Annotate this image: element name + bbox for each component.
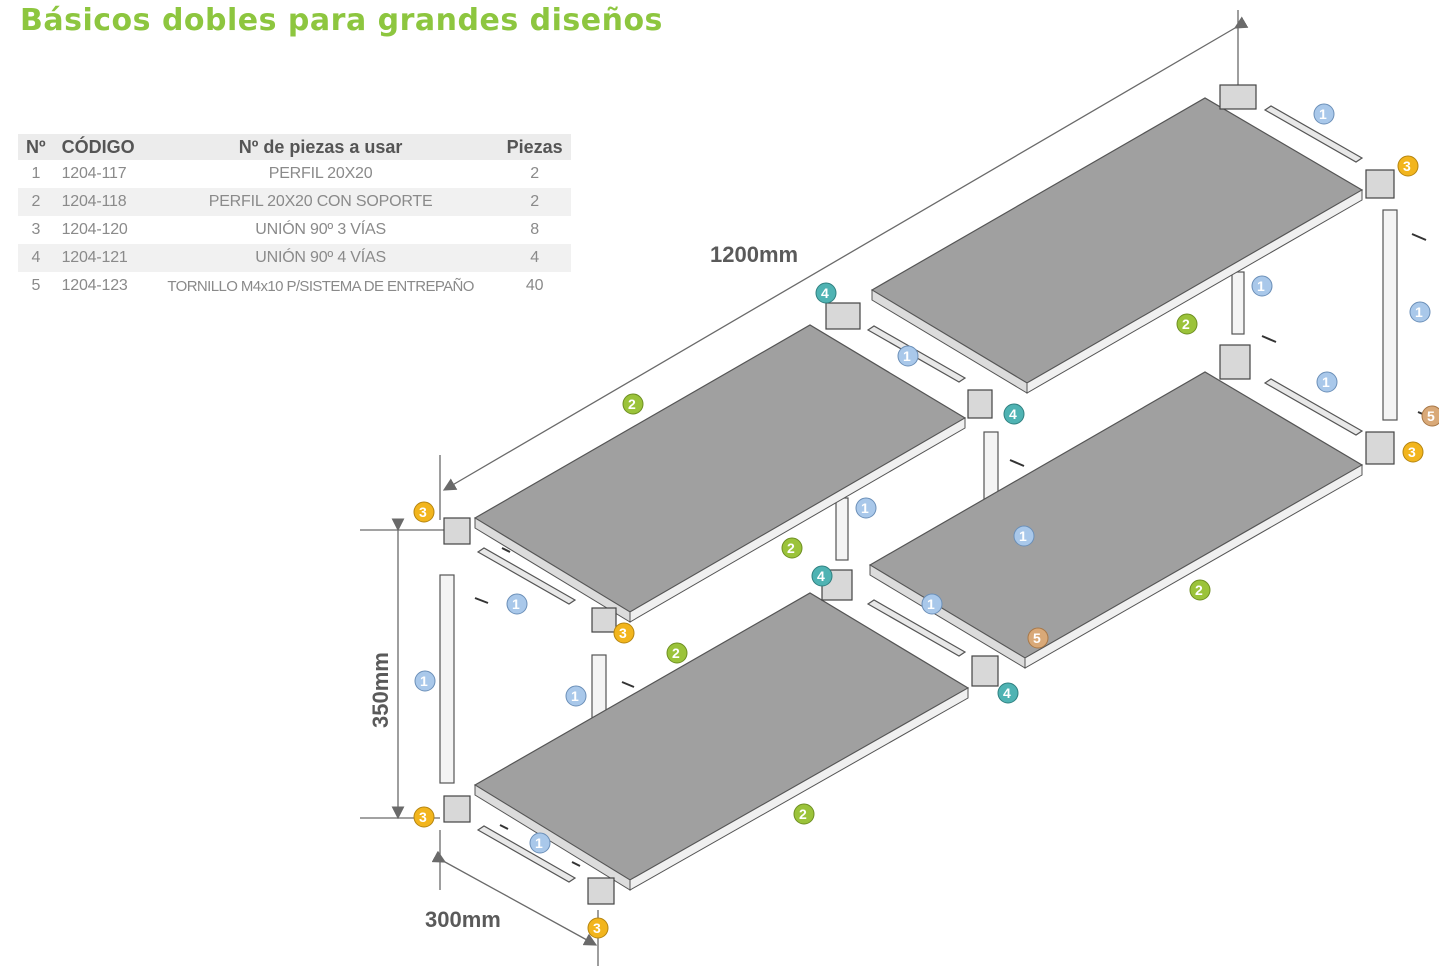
shelf-bottom-right: [868, 371, 1364, 669]
badges-joint-4: 4 4 4 4: [811, 282, 1025, 704]
svg-text:1: 1: [1019, 528, 1027, 544]
shelf-top-left: [473, 324, 967, 623]
svg-text:3: 3: [419, 809, 427, 825]
badge-5: 5: [1421, 405, 1439, 427]
badge-1: 1: [414, 670, 436, 692]
badge-4: 4: [997, 682, 1019, 704]
shelf-top-right: [870, 97, 1364, 394]
badge-2: 2: [1189, 579, 1211, 601]
badge-4: 4: [815, 282, 837, 304]
svg-text:4: 4: [821, 285, 829, 301]
svg-text:2: 2: [787, 540, 795, 556]
svg-text:4: 4: [1009, 406, 1017, 422]
svg-text:3: 3: [619, 625, 627, 641]
row-code: 1204-121: [53, 244, 143, 272]
badge-1: 1: [506, 593, 528, 615]
badge-2: 2: [781, 537, 803, 559]
badge-3: 3: [1397, 155, 1419, 177]
svg-text:1: 1: [1322, 374, 1330, 390]
row-code: 1204-118: [53, 188, 143, 216]
badge-3: 3: [413, 501, 435, 523]
row-description: PERFIL 20X20 CON SOPORTE: [142, 188, 499, 216]
header-code: CÓDIGO: [53, 134, 143, 160]
row-description: UNIÓN 90º 4 VÍAS: [142, 244, 499, 272]
badges-profile: 1 1 1 1 1 1 1 1 1 1 1 1: [414, 103, 1431, 854]
dimension-depth-label: 300mm: [425, 907, 501, 932]
badge-2: 2: [793, 803, 815, 825]
badge-1: 1: [855, 497, 877, 519]
svg-text:5: 5: [1427, 408, 1435, 424]
badge-4: 4: [1003, 403, 1025, 425]
row-number: 2: [18, 188, 54, 216]
svg-text:3: 3: [593, 920, 601, 936]
svg-text:2: 2: [628, 396, 636, 412]
svg-text:3: 3: [1403, 158, 1411, 174]
dimension-height-label: 350mm: [368, 652, 393, 728]
svg-text:1: 1: [420, 673, 428, 689]
cross-profiles: [476, 105, 1364, 883]
svg-text:1: 1: [927, 596, 935, 612]
svg-text:1: 1: [1257, 278, 1265, 294]
badge-1: 1: [1251, 275, 1273, 297]
badge-1: 1: [1316, 371, 1338, 393]
row-description: TORNILLO M4x10 P/SISTEMA DE ENTREPAÑO: [167, 277, 474, 295]
badges-screw: 5 5: [1027, 405, 1439, 649]
svg-text:4: 4: [1003, 685, 1011, 701]
header-description: Nº de piezas a usar: [142, 134, 499, 160]
svg-text:1: 1: [535, 835, 543, 851]
row-number: 3: [31, 221, 41, 238]
svg-text:4: 4: [817, 568, 825, 584]
shelf-bottom-left: [473, 592, 970, 891]
svg-text:1: 1: [571, 688, 579, 704]
badge-2: 2: [666, 642, 688, 664]
svg-text:1: 1: [1319, 106, 1327, 122]
badge-5: 5: [1027, 627, 1049, 649]
row-number: 4: [18, 244, 54, 272]
svg-text:1: 1: [512, 596, 520, 612]
svg-text:5: 5: [1033, 630, 1041, 646]
svg-text:1: 1: [1415, 304, 1423, 320]
badge-1: 1: [921, 593, 943, 615]
row-number: 5: [31, 277, 41, 294]
badge-2: 2: [622, 393, 644, 415]
joint-connectors: [443, 84, 1395, 905]
dimension-lines: [360, 10, 1249, 966]
badge-1: 1: [529, 832, 551, 854]
badge-2: 2: [1176, 313, 1198, 335]
row-description: UNIÓN 90º 3 VÍAS: [255, 221, 386, 238]
table-row: 1 1204-117 PERFIL 20X20 2: [18, 160, 571, 188]
badge-3: 3: [613, 622, 635, 644]
svg-text:2: 2: [799, 806, 807, 822]
svg-text:2: 2: [672, 645, 680, 661]
badge-3: 3: [1402, 441, 1424, 463]
row-code: 1204-117: [61, 165, 127, 182]
svg-text:2: 2: [1182, 316, 1190, 332]
svg-text:2: 2: [1195, 582, 1203, 598]
svg-text:1: 1: [861, 500, 869, 516]
svg-text:1: 1: [903, 348, 911, 364]
badge-3: 3: [413, 806, 435, 828]
row-code: 1204-120: [61, 221, 128, 238]
svg-text:3: 3: [1408, 444, 1416, 460]
row-description: PERFIL 20X20: [268, 165, 373, 182]
badge-1: 1: [897, 345, 919, 367]
table-row: 5 1204-123 TORNILLO M4x10 P/SISTEMA DE E…: [18, 272, 571, 300]
row-code: 1204-123: [61, 277, 128, 294]
row-number: 1: [31, 165, 41, 182]
badge-1: 1: [1313, 103, 1335, 125]
badge-1: 1: [565, 685, 587, 707]
dimension-length-label: 1200mm: [710, 242, 798, 267]
badge-1: 1: [1013, 525, 1035, 547]
badge-1: 1: [1409, 301, 1431, 323]
badge-3: 3: [587, 917, 609, 939]
badges-joint-3: 3 3 3 3 3 3: [413, 155, 1424, 939]
svg-text:3: 3: [419, 504, 427, 520]
header-number: Nº: [18, 134, 54, 160]
badges-profile-support: 2 2 2 2 2 2: [622, 313, 1211, 825]
badge-4: 4: [811, 565, 833, 587]
